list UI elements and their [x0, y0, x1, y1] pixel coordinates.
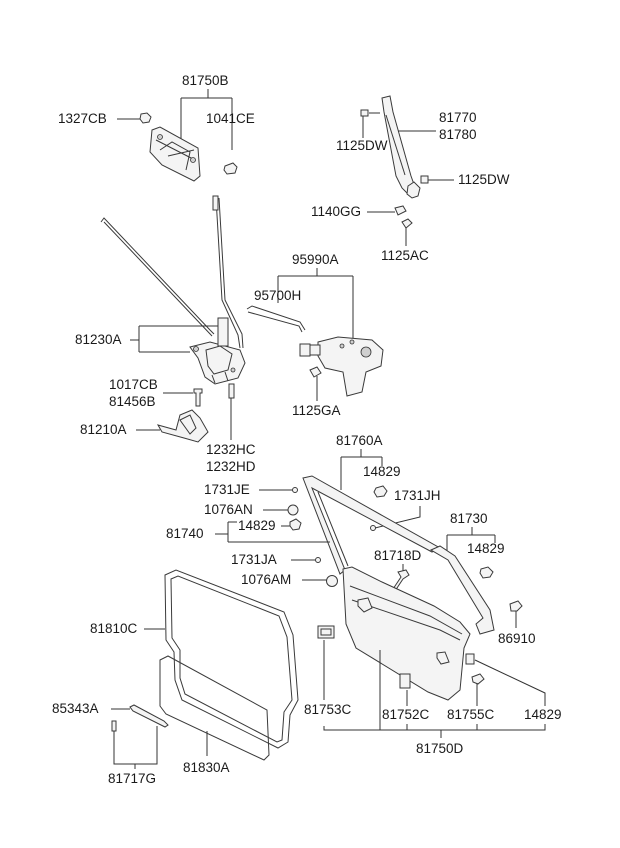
clip-14829-upper — [373, 485, 388, 498]
plug-1076an — [287, 504, 299, 516]
clip-81755c — [471, 673, 485, 685]
cover-81752c — [399, 673, 411, 689]
screw-1125ga — [309, 366, 322, 378]
label-1731ja: 1731JA — [231, 552, 277, 567]
label-1731je: 1731JE — [204, 482, 250, 497]
trim-panel — [342, 566, 471, 701]
handle-rod-assembly: 85343A 81717G — [52, 701, 169, 786]
panel-cutout-left — [357, 597, 373, 613]
panel-cutout-right — [436, 651, 450, 665]
clip-86910 — [509, 600, 523, 612]
label-81830a: 81830A — [183, 760, 230, 775]
trim-panel-81750d: 86910 81753C 81752C 81755C 14829 81750D — [304, 566, 562, 756]
label-86910: 86910 — [498, 631, 536, 646]
label-1076an: 1076AN — [204, 502, 253, 517]
label-1140gg: 1140GG — [311, 204, 361, 219]
label-1125ac: 1125AC — [381, 248, 429, 263]
label-95700h: 95700H — [254, 288, 301, 303]
clip-1041ce — [223, 162, 238, 175]
trim-81760a — [302, 475, 442, 575]
clip-14829-lower — [465, 653, 475, 665]
clip-1731je — [292, 487, 298, 493]
label-1017cb: 1017CB — [109, 377, 158, 392]
label-81810c: 81810C — [90, 621, 138, 636]
label-81760a: 81760A — [336, 433, 383, 448]
label-1076am: 1076AM — [241, 572, 291, 587]
label-81730: 81730 — [450, 511, 488, 526]
lamp-81753c — [317, 625, 335, 639]
label-85343a: 85343A — [52, 701, 99, 716]
clip-1731jh — [370, 525, 376, 531]
pin-81718d — [392, 569, 410, 592]
rod-long-diagonal — [100, 217, 215, 335]
label-81752c: 81752C — [382, 707, 430, 722]
label-81755c: 81755C — [447, 707, 495, 722]
striker-assembly: 1017CB 81456B 1232HC 1232HD 81210A — [80, 377, 256, 474]
bolt-1125ac — [401, 218, 413, 229]
actuator-95990a — [317, 336, 384, 397]
label-1232hd: 1232HD — [206, 459, 256, 474]
striker-81210a — [156, 409, 209, 443]
glass-seal-81830a — [159, 655, 270, 761]
label-81740: 81740 — [166, 526, 204, 541]
label-81750b: 81750B — [182, 73, 229, 88]
label-81718d: 81718D — [374, 548, 422, 563]
label-81210a: 81210A — [80, 422, 127, 437]
trim-assembly-81760a: 81760A 14829 1731JE 1731JH 1076AN 81730 … — [166, 433, 505, 635]
label-1125ga: 1125GA — [292, 403, 341, 418]
label-95990a: 95990A — [292, 252, 339, 267]
trim-81730 — [429, 545, 495, 635]
label-1731jh: 1731JH — [394, 488, 441, 503]
label-1041ce: 1041CE — [206, 111, 255, 126]
label-14829-upper: 14829 — [363, 464, 401, 479]
bolt-1140gg — [394, 205, 407, 216]
bolt-1232hc — [228, 383, 235, 399]
clip-14829-mid — [289, 518, 302, 531]
label-14829-mid: 14829 — [238, 518, 276, 533]
label-1125dw-upper: 1125DW — [336, 138, 388, 153]
actuator-assembly-95990a: 95990A 95700H 1125GA — [246, 252, 384, 418]
link-rod-95700h — [246, 305, 306, 333]
label-1327cb: 1327CB — [58, 111, 107, 126]
label-81717g: 81717G — [108, 771, 156, 786]
label-1232hc: 1232HC — [206, 442, 256, 457]
seal-assembly: 81810C 81830A — [90, 569, 299, 775]
label-1125dw-lower: 1125DW — [458, 172, 510, 187]
bolt-1017cb — [193, 388, 203, 407]
label-14829-right: 14829 — [467, 541, 505, 556]
bolt-1125dw-upper — [360, 109, 369, 117]
label-81750d: 81750D — [416, 741, 464, 756]
clip-1327cb — [139, 112, 152, 124]
label-14829-lower: 14829 — [524, 707, 562, 722]
screw-81717g — [111, 720, 117, 732]
grip-85343a — [129, 704, 169, 728]
clip-1731ja — [315, 557, 321, 563]
label-81770: 81770 — [439, 110, 477, 125]
plug-1076am — [326, 575, 338, 587]
handle-assembly-81750b: 81750B 1327CB 1041CE — [58, 73, 255, 182]
label-81753c: 81753C — [304, 702, 352, 717]
label-81456b: 81456B — [109, 394, 156, 409]
weatherstrip-81810c — [164, 569, 299, 749]
latch-assembly-81230a: 81230A — [75, 195, 246, 385]
label-81230a: 81230A — [75, 332, 122, 347]
clip-14829-right — [479, 566, 494, 579]
gas-strut-assembly: 81770 81780 1125DW 1125DW 1140GG 1125AC — [311, 95, 510, 263]
bolt-1125dw-lower — [420, 175, 429, 184]
label-81780: 81780 — [439, 127, 477, 142]
